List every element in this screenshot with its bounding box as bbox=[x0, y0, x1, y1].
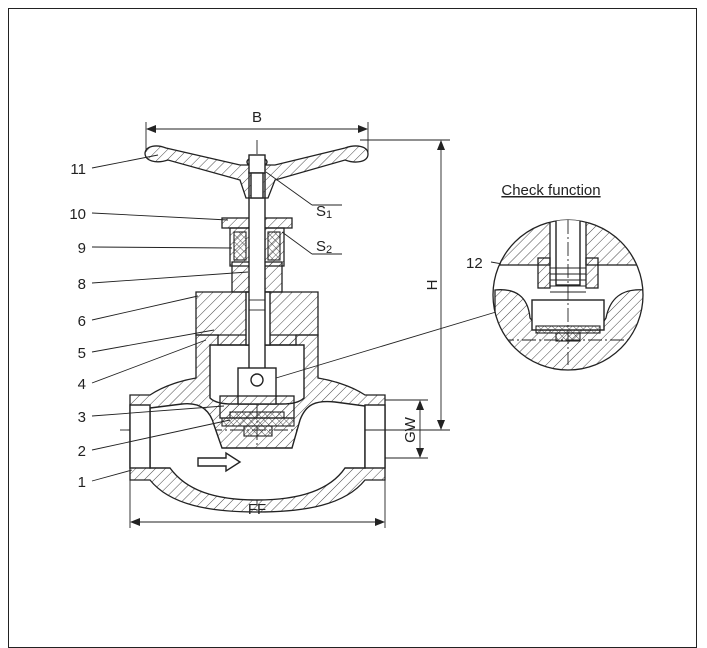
dimension-h-label: H bbox=[424, 280, 441, 291]
label-4: 4 bbox=[78, 376, 86, 393]
flow-arrow bbox=[197, 451, 242, 473]
disc bbox=[219, 367, 295, 419]
check-function-detail bbox=[492, 219, 644, 371]
label-10: 10 bbox=[69, 206, 86, 223]
stem bbox=[248, 171, 266, 383]
label-11: 11 bbox=[70, 161, 86, 178]
label-12: 12 bbox=[466, 255, 483, 272]
label-s2: S2 bbox=[316, 238, 332, 256]
valve-drawing: B H GW FF 11 10 9 8 6 5 4 3 2 bbox=[69, 109, 644, 528]
dimension-b-label: B bbox=[252, 109, 262, 126]
label-8: 8 bbox=[78, 276, 86, 293]
label-3: 3 bbox=[78, 409, 86, 426]
dimension-ff-label: FF bbox=[248, 501, 266, 518]
label-5: 5 bbox=[78, 345, 86, 362]
dimension-gw-label: GW bbox=[402, 416, 419, 443]
label-1: 1 bbox=[78, 474, 86, 491]
label-2: 2 bbox=[78, 443, 86, 460]
handwheel bbox=[144, 145, 369, 199]
label-9: 9 bbox=[78, 240, 86, 257]
part-leaders bbox=[91, 154, 549, 482]
label-s1: S1 bbox=[316, 203, 332, 221]
detail-caption: Check function bbox=[501, 182, 600, 199]
label-6: 6 bbox=[78, 313, 86, 330]
